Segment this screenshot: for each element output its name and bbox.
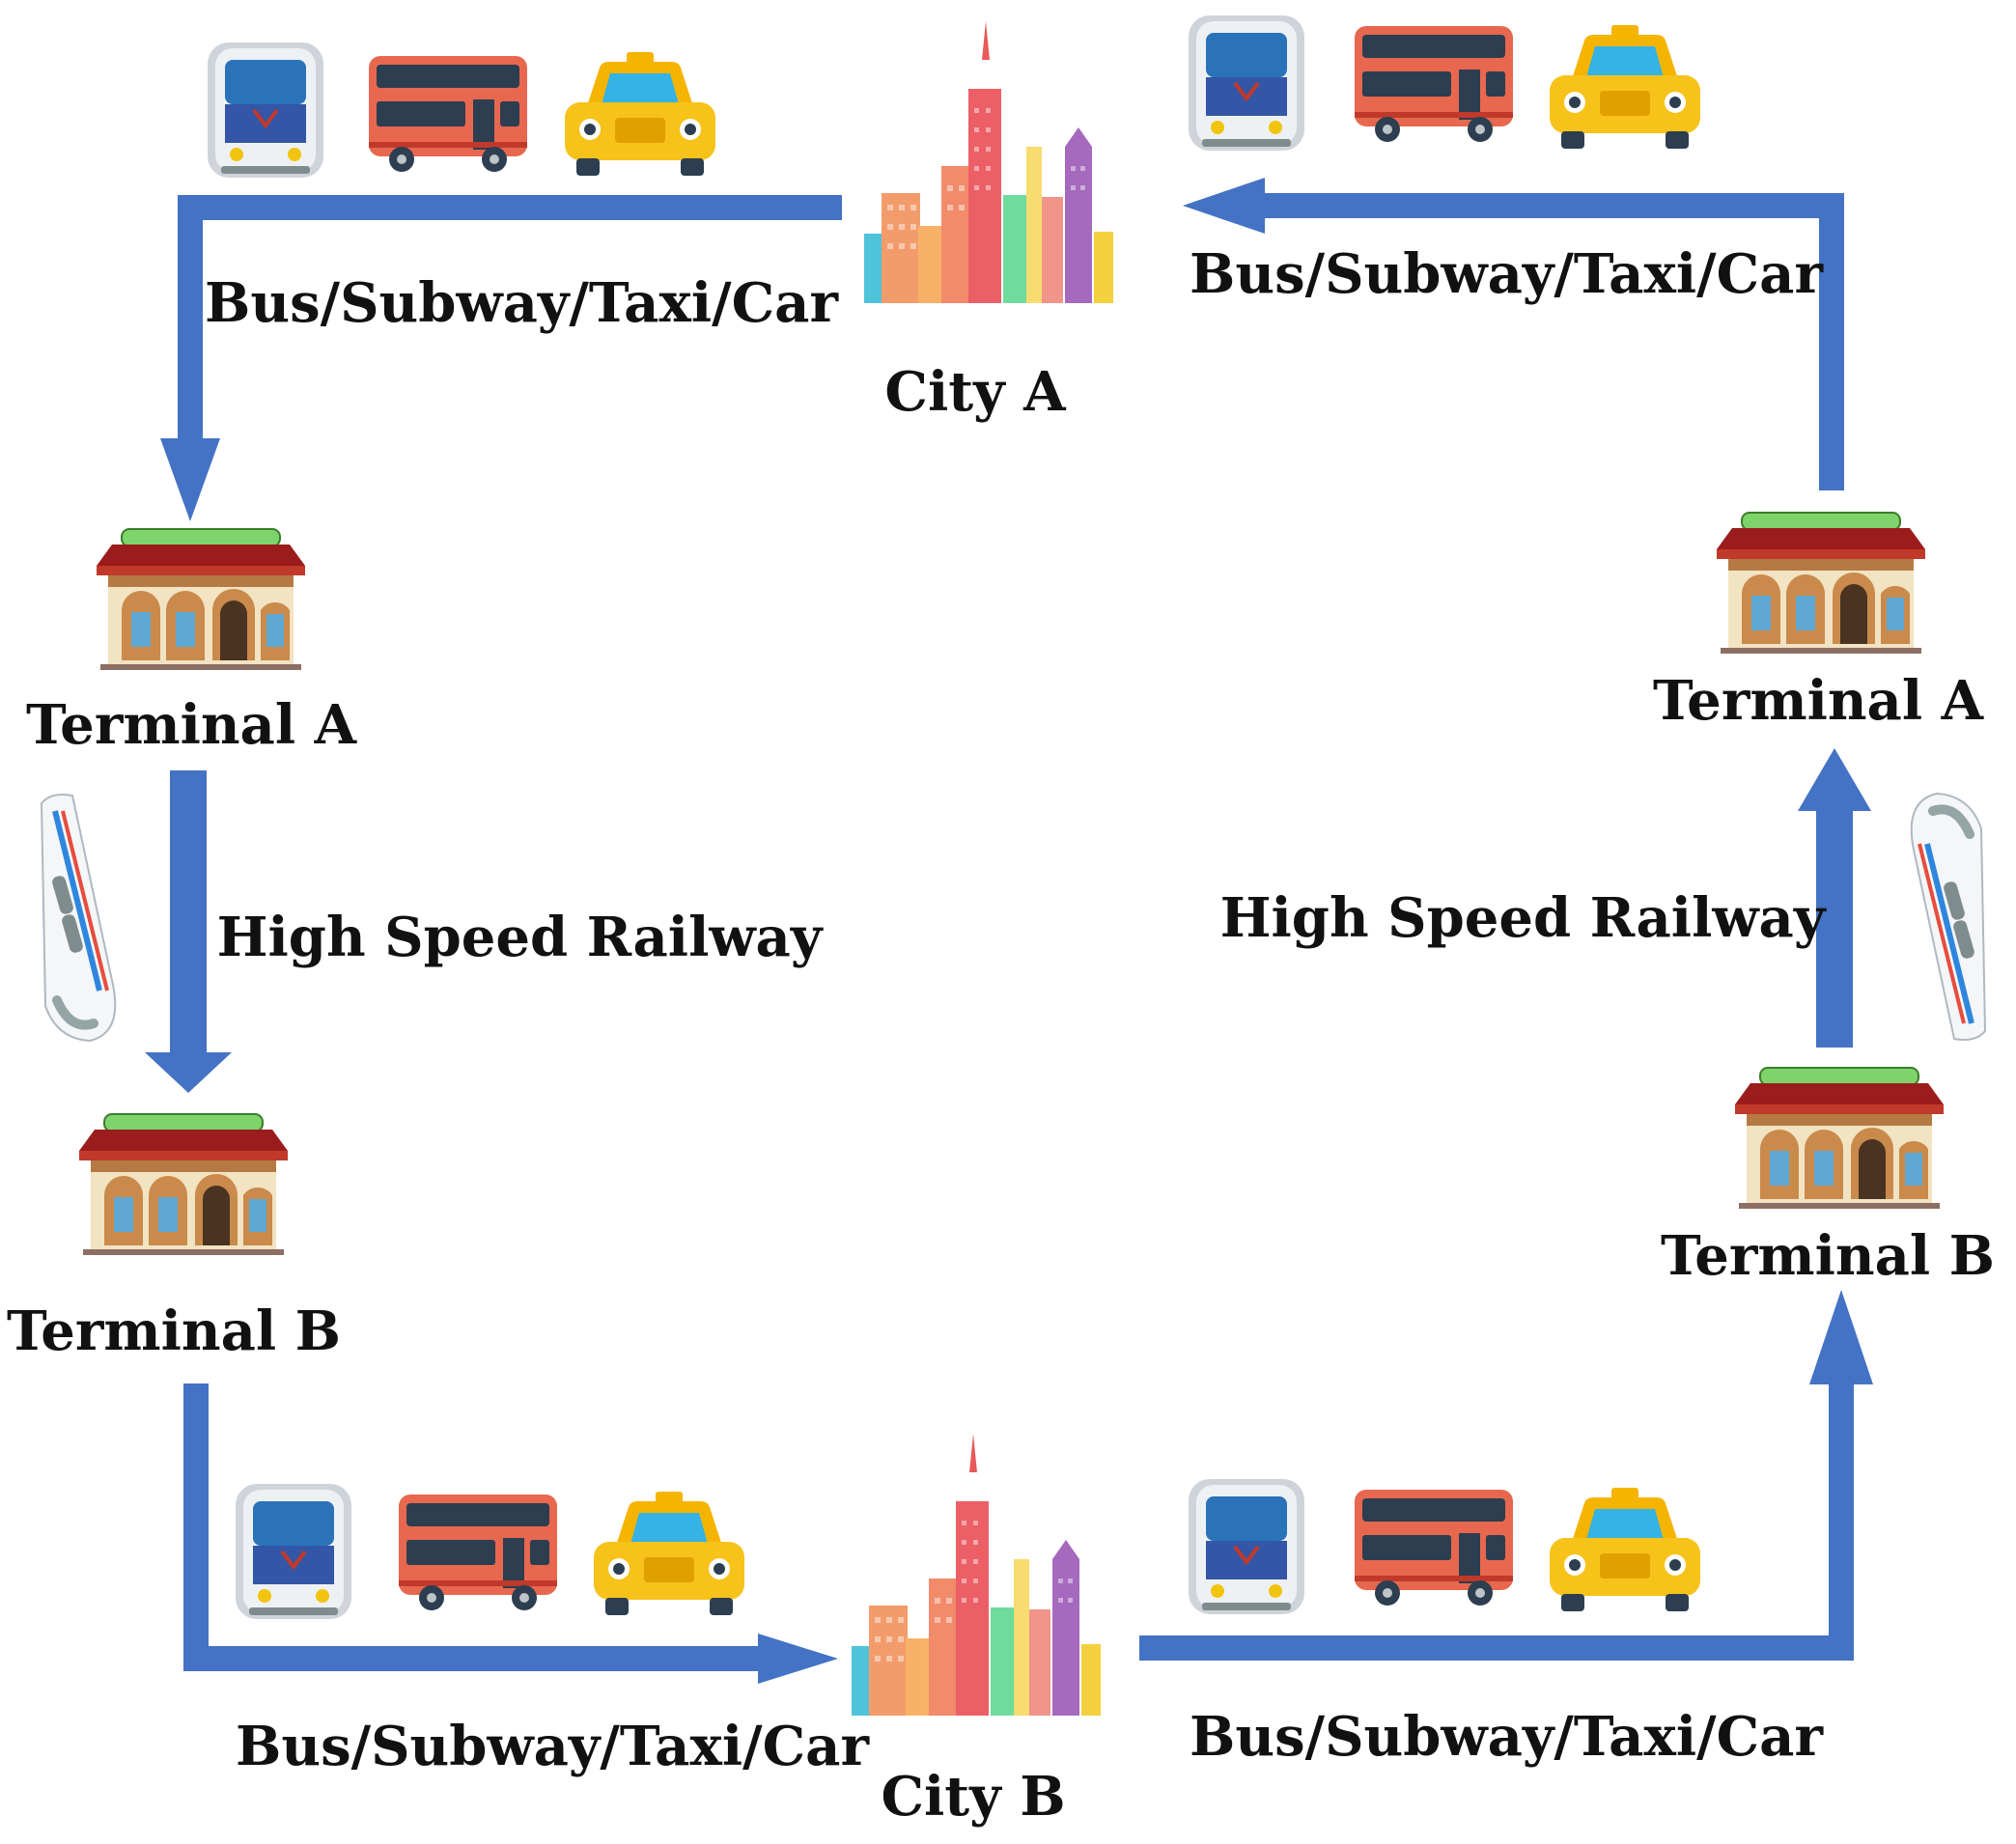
subway-icon xyxy=(234,1482,353,1621)
taxi-icon xyxy=(565,52,715,176)
arrowhead-right-terminal-b xyxy=(1809,1290,1873,1384)
vehicles-bottom-right xyxy=(1187,1477,1700,1616)
edge-label-right-high-speed-railway: High Speed Railway xyxy=(1220,886,1827,950)
arrowhead-city-b xyxy=(758,1634,838,1684)
bus-icon xyxy=(1355,1490,1513,1606)
high-speed-train-left-icon xyxy=(42,795,115,1041)
arrow-city-a-to-terminal-a xyxy=(178,195,842,446)
taxi-icon xyxy=(1550,1488,1700,1611)
taxi-icon xyxy=(1550,25,1700,149)
left-terminal-b-label: Terminal B xyxy=(7,1299,341,1363)
edge-label-left-high-speed-railway: High Speed Railway xyxy=(217,906,824,969)
high-speed-train-right-icon xyxy=(1912,794,1985,1040)
right-terminal-a-label: Terminal A xyxy=(1653,669,1985,733)
subway-icon xyxy=(1187,1477,1306,1616)
flow-arrows xyxy=(145,178,1873,1684)
edge-label-city-a-to-terminal-a: Bus/Subway/Taxi/Car xyxy=(205,271,839,335)
left-terminal-a-label: Terminal A xyxy=(26,693,358,757)
right-terminal-b-label: Terminal B xyxy=(1661,1224,1995,1288)
arrow-city-b-to-terminal-b xyxy=(1139,1376,1854,1661)
city-a-label: City A xyxy=(884,360,1067,424)
edge-label-city-b-to-terminal-b: Bus/Subway/Taxi/Car xyxy=(1190,1705,1824,1769)
right-terminal-b-station-icon xyxy=(1734,1067,1945,1210)
bus-icon xyxy=(1355,26,1513,142)
vehicles-bottom-left xyxy=(234,1482,744,1621)
bus-icon xyxy=(369,56,527,172)
subway-icon xyxy=(1187,14,1306,153)
left-terminal-b-station-icon xyxy=(78,1113,289,1256)
city-b-label: City B xyxy=(881,1765,1065,1829)
arrow-terminal-b-to-city-b xyxy=(183,1383,772,1671)
city-b-skyline-icon xyxy=(852,1434,1101,1716)
vehicles-top-left xyxy=(206,41,715,180)
subway-icon xyxy=(206,41,325,180)
city-a-skyline-icon xyxy=(864,21,1113,303)
edge-label-terminal-a-to-city-a: Bus/Subway/Taxi/Car xyxy=(1190,242,1824,306)
bus-icon xyxy=(399,1495,557,1610)
right-terminal-a-station-icon xyxy=(1716,512,1926,655)
left-terminal-a-station-icon xyxy=(96,528,306,671)
taxi-icon xyxy=(594,1492,744,1615)
arrowhead-right-terminal-a xyxy=(1798,748,1871,811)
edge-label-terminal-b-to-city-b: Bus/Subway/Taxi/Car xyxy=(236,1715,870,1778)
arrow-terminal-a-to-city-a xyxy=(1257,193,1844,490)
arrowhead-left-terminal-a xyxy=(160,438,220,521)
vehicles-top-right xyxy=(1187,14,1700,153)
arrowhead-left-terminal-b xyxy=(145,1052,232,1093)
arrowhead-city-a xyxy=(1183,178,1265,234)
